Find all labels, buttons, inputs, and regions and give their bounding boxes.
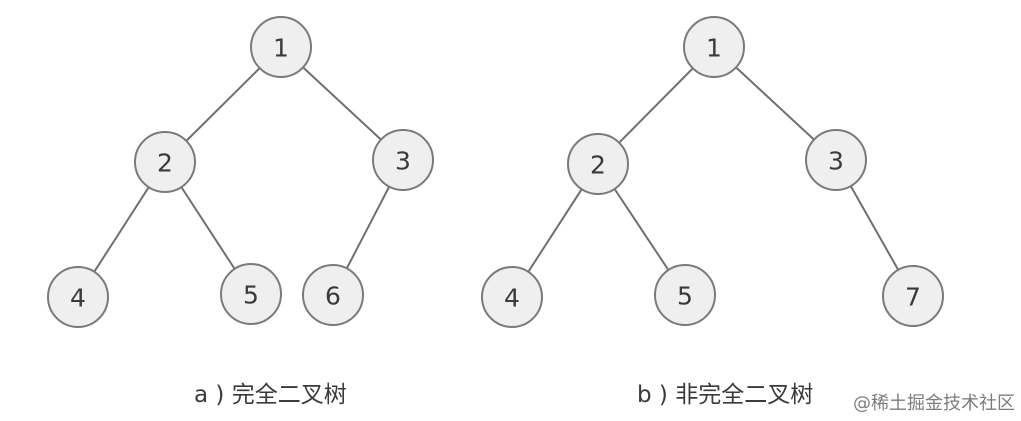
node-circle <box>47 266 109 328</box>
node-circle <box>805 129 867 191</box>
node-circle <box>683 16 745 78</box>
tree-edge <box>93 186 150 273</box>
tree-node: 5 <box>220 263 282 325</box>
watermark: @稀土掘金技术社区 <box>853 393 1015 414</box>
node-label: 3 <box>828 147 844 176</box>
node-label: 5 <box>677 282 693 311</box>
node-label: 2 <box>590 151 606 180</box>
tree-node: 1 <box>683 16 745 78</box>
caption-non-complete-binary-tree: b ) 非完全二叉树 <box>637 382 814 408</box>
node-label: 4 <box>504 284 520 313</box>
tree-node: 2 <box>134 131 196 193</box>
tree-node: 6 <box>302 264 364 326</box>
tree-edge <box>185 67 261 142</box>
node-circle <box>220 263 282 325</box>
tree-edge <box>849 185 900 271</box>
edges-layer <box>93 66 900 273</box>
node-circle <box>250 16 312 78</box>
node-label: 4 <box>70 284 86 313</box>
node-circle <box>302 264 364 326</box>
tree-edge <box>527 188 583 273</box>
tree-edge <box>613 188 670 271</box>
node-label: 1 <box>273 34 289 63</box>
tree-edge <box>735 66 815 141</box>
tree-node: 4 <box>481 266 543 328</box>
tree-edge <box>345 186 391 269</box>
tree-edge <box>618 67 694 144</box>
node-circle <box>372 129 434 191</box>
tree-edge <box>302 66 382 141</box>
node-circle <box>134 131 196 193</box>
tree-edge <box>180 186 236 270</box>
tree-node: 7 <box>882 265 944 327</box>
tree-node: 3 <box>805 129 867 191</box>
nodes-layer: 1 2 3 4 5 6 1 2 3 4 5 7 <box>47 16 944 328</box>
node-circle <box>567 133 629 195</box>
node-circle <box>882 265 944 327</box>
node-label: 1 <box>706 34 722 63</box>
tree-node: 3 <box>372 129 434 191</box>
tree-node: 5 <box>654 264 716 326</box>
node-circle <box>481 266 543 328</box>
node-circle <box>654 264 716 326</box>
node-label: 5 <box>243 281 259 310</box>
node-label: 6 <box>325 282 341 311</box>
tree-node: 4 <box>47 266 109 328</box>
node-label: 2 <box>157 149 173 178</box>
tree-node: 1 <box>250 16 312 78</box>
node-label: 3 <box>395 147 411 176</box>
tree-node: 2 <box>567 133 629 195</box>
node-label: 7 <box>905 283 921 312</box>
caption-complete-binary-tree: a ) 完全二叉树 <box>194 382 347 408</box>
